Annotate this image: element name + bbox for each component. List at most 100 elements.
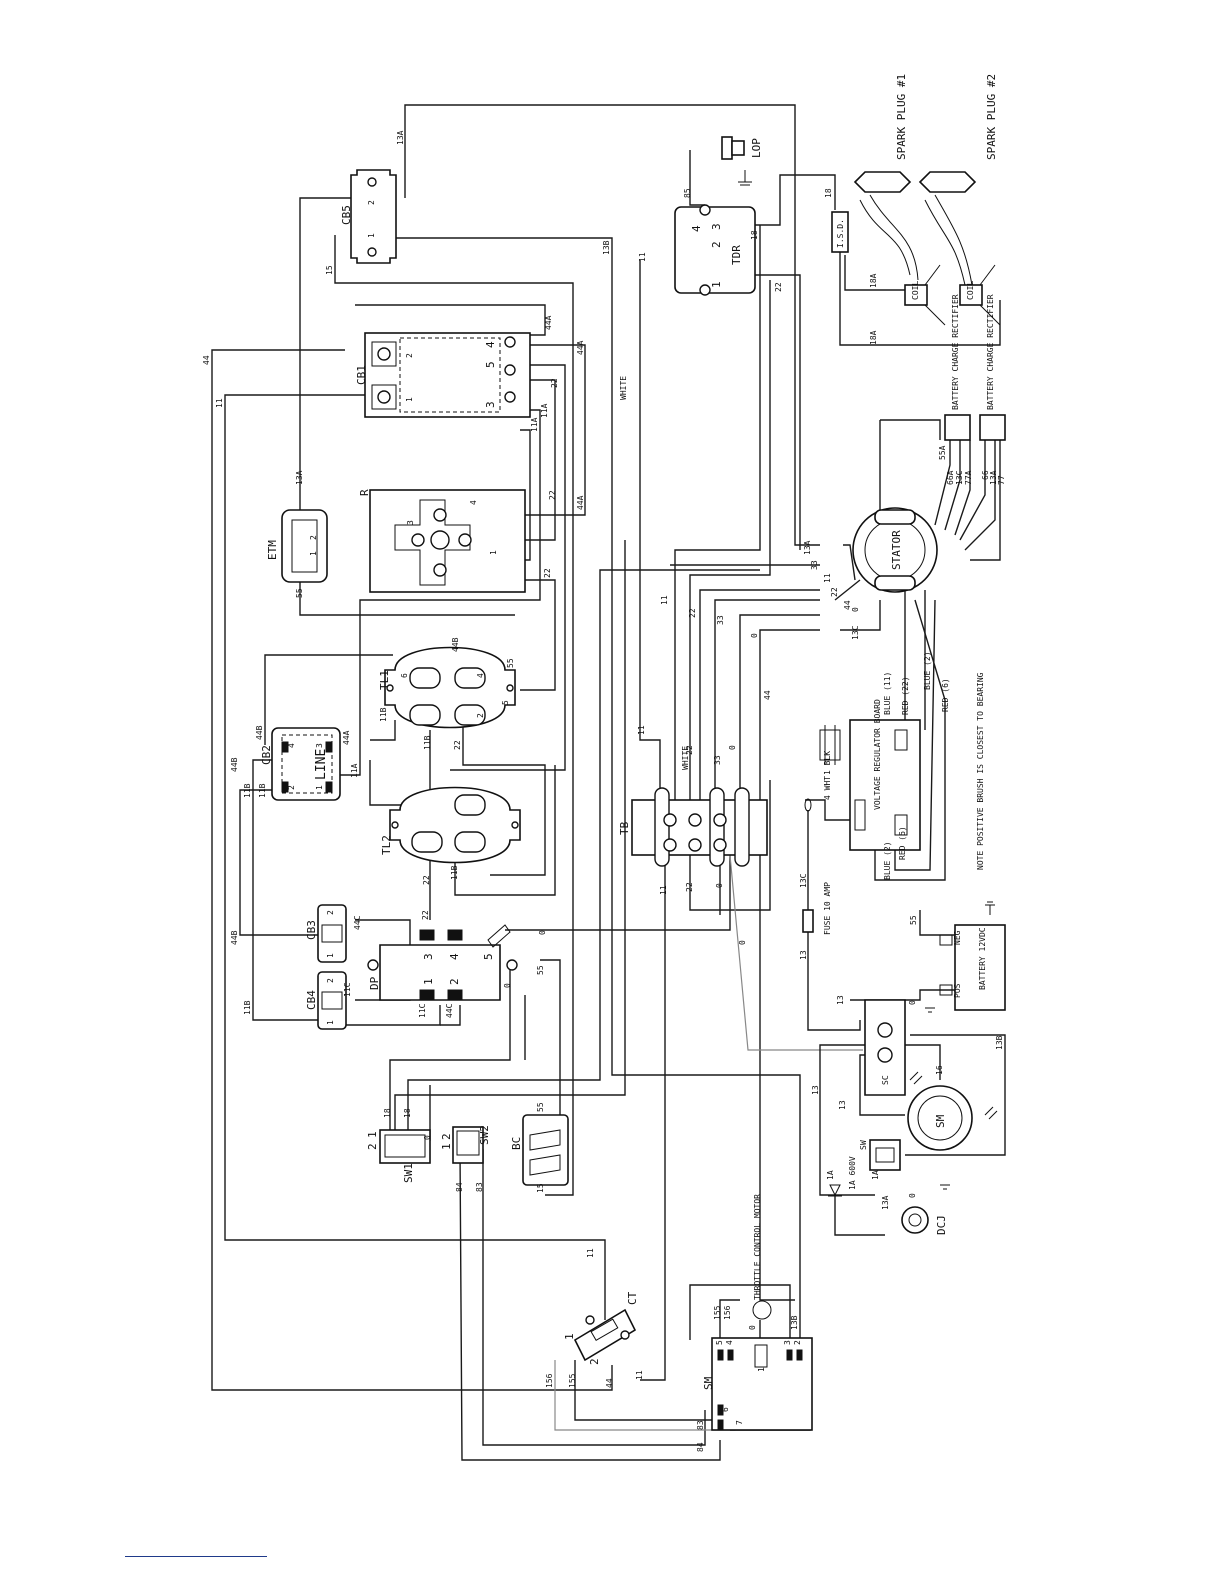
- white-label-2: WHITE: [681, 746, 690, 770]
- wire-label: 13B: [602, 240, 611, 255]
- line-label: LINE: [314, 749, 329, 780]
- wire-label: 11: [635, 1370, 644, 1380]
- cb4-pin-1: 1: [326, 1020, 335, 1025]
- cb3-pin-2: 2: [326, 910, 335, 915]
- cb1-label: CB1: [355, 365, 368, 385]
- wire-label: 18: [403, 1108, 412, 1118]
- wire-label: 44C: [445, 1003, 454, 1018]
- bc-label: BC: [510, 1137, 523, 1150]
- sm-pin-6: 6: [721, 1407, 730, 1412]
- wire-label: 13B: [790, 1315, 799, 1330]
- wire-label: 0: [851, 607, 860, 612]
- wire-label: 44: [202, 355, 211, 365]
- spark-plug-1-label: SPARK PLUG #1: [895, 74, 908, 160]
- sm-pin-7: 7: [735, 1420, 744, 1425]
- wire-label: 11: [637, 725, 646, 735]
- battery-pos-label: POS: [953, 983, 962, 998]
- wire-label: 11B: [243, 1000, 252, 1015]
- wire-label: 84: [455, 1182, 464, 1192]
- wire-label: 13C: [799, 873, 808, 888]
- coil-2: COIL: [959, 264, 1001, 326]
- isd: I.S.D.: [831, 211, 849, 253]
- wire-label: 13A: [881, 1195, 890, 1210]
- tdr-pin-2: 2: [710, 241, 723, 248]
- sm-pin-5: 5: [715, 1340, 724, 1345]
- battery: BATTERY 12VDC NEG POS: [939, 924, 1006, 1011]
- wire-label: 13B: [995, 1035, 1004, 1050]
- wire-label: 22: [421, 910, 430, 920]
- sw-right: SW: [859, 1139, 901, 1171]
- wire-label: 18: [824, 188, 833, 198]
- sm-pin-4: 4: [725, 1340, 734, 1345]
- tl1: TL1 6 4 2 5: [378, 646, 516, 729]
- wire-label: 11B: [379, 707, 388, 722]
- isd-label: I.S.D.: [836, 219, 845, 248]
- spark-plug-2-label: SPARK PLUG #2: [985, 74, 998, 160]
- etm-label: ETM: [266, 540, 279, 560]
- wire-label: 0: [750, 633, 759, 638]
- tb-label: TB: [618, 821, 631, 835]
- wire-label: 22: [453, 740, 462, 750]
- dp-pin-2: 2: [448, 978, 461, 985]
- blue-2-label: BLUE (2): [923, 651, 932, 690]
- r-pin-1: 1: [489, 550, 498, 555]
- wire-label: 11: [823, 573, 832, 583]
- red-6-label: RED (6): [941, 678, 950, 712]
- wire-label: 55A: [938, 445, 947, 460]
- cb1-pin-1: 1: [405, 397, 414, 402]
- r-pin-4: 4: [469, 500, 478, 505]
- wire-label: 0: [748, 1325, 757, 1330]
- wire-label: 11B: [258, 783, 267, 798]
- tdr-pin-1: 1: [710, 281, 723, 288]
- wire-label: 156: [545, 1373, 554, 1388]
- throttle-control-motor-label: THROTTLE CONTROL MOTOR: [753, 1194, 762, 1300]
- cb1-pin-4: 4: [484, 341, 497, 348]
- sm-right: SM: [907, 1085, 973, 1151]
- bcr-1-label: BATTERY CHARGE RECTIFIER: [951, 294, 960, 410]
- battery-charge-rectifier-2: BATTERY CHARGE RECTIFIER: [979, 294, 1006, 441]
- tdr-pin-4: 4: [690, 225, 703, 232]
- wire-label: 13A: [396, 130, 405, 145]
- ct-pin-1: 1: [563, 1333, 576, 1340]
- spark-plug-2: SPARK PLUG #2: [918, 74, 998, 193]
- cb5-pin-1: 1: [367, 233, 376, 238]
- sw2-pin-2: 2: [440, 1133, 453, 1140]
- dp-pin-1: 1: [422, 978, 435, 985]
- stator: STATOR: [852, 507, 938, 593]
- footer-rule: [125, 1556, 267, 1557]
- wire-label: 13A: [295, 470, 304, 485]
- tl1-pin-5: 5: [501, 700, 510, 705]
- wire-label: 11: [586, 1248, 595, 1258]
- wire-label: 15: [536, 1183, 545, 1193]
- dp-pin-5: 5: [482, 953, 495, 960]
- cb3-pin-1: 1: [326, 953, 335, 958]
- sw2-label: SW2: [478, 1125, 491, 1145]
- dp-pin-3: 3: [422, 953, 435, 960]
- tl1-pin-2: 2: [476, 713, 485, 718]
- sc-label: SC: [881, 1075, 890, 1085]
- wire-label: 55: [506, 658, 515, 668]
- cb4: CB4 2 1: [305, 971, 347, 1030]
- sm-pin-3: 3: [783, 1340, 792, 1345]
- wire-label: 83: [696, 1420, 705, 1430]
- white-label-1: WHITE: [619, 376, 628, 400]
- wire-label: 13: [836, 995, 845, 1005]
- cb1-pin-5: 5: [484, 361, 497, 368]
- tl2-label: TL2: [380, 835, 393, 855]
- wire-label: 13: [838, 1100, 847, 1110]
- sm-right-label: SM: [934, 1114, 947, 1128]
- wire-label: 18: [383, 1108, 392, 1118]
- wire-label: 16: [935, 1065, 944, 1075]
- wire-label: 13A: [989, 470, 998, 485]
- cb5-pin-2: 2: [367, 200, 376, 205]
- tl1-pin-4: 4: [476, 673, 485, 678]
- etm: ETM 2 1: [266, 509, 328, 583]
- ct-label: CT: [626, 1291, 639, 1305]
- wire-label: 44B: [230, 757, 239, 772]
- wire-label: 33: [810, 560, 819, 570]
- sw1: SW1 2 1: [366, 1129, 431, 1183]
- wire-label: 13C: [955, 470, 964, 485]
- tl2: TL2: [380, 786, 521, 864]
- dp-pin-4: 4: [448, 953, 461, 960]
